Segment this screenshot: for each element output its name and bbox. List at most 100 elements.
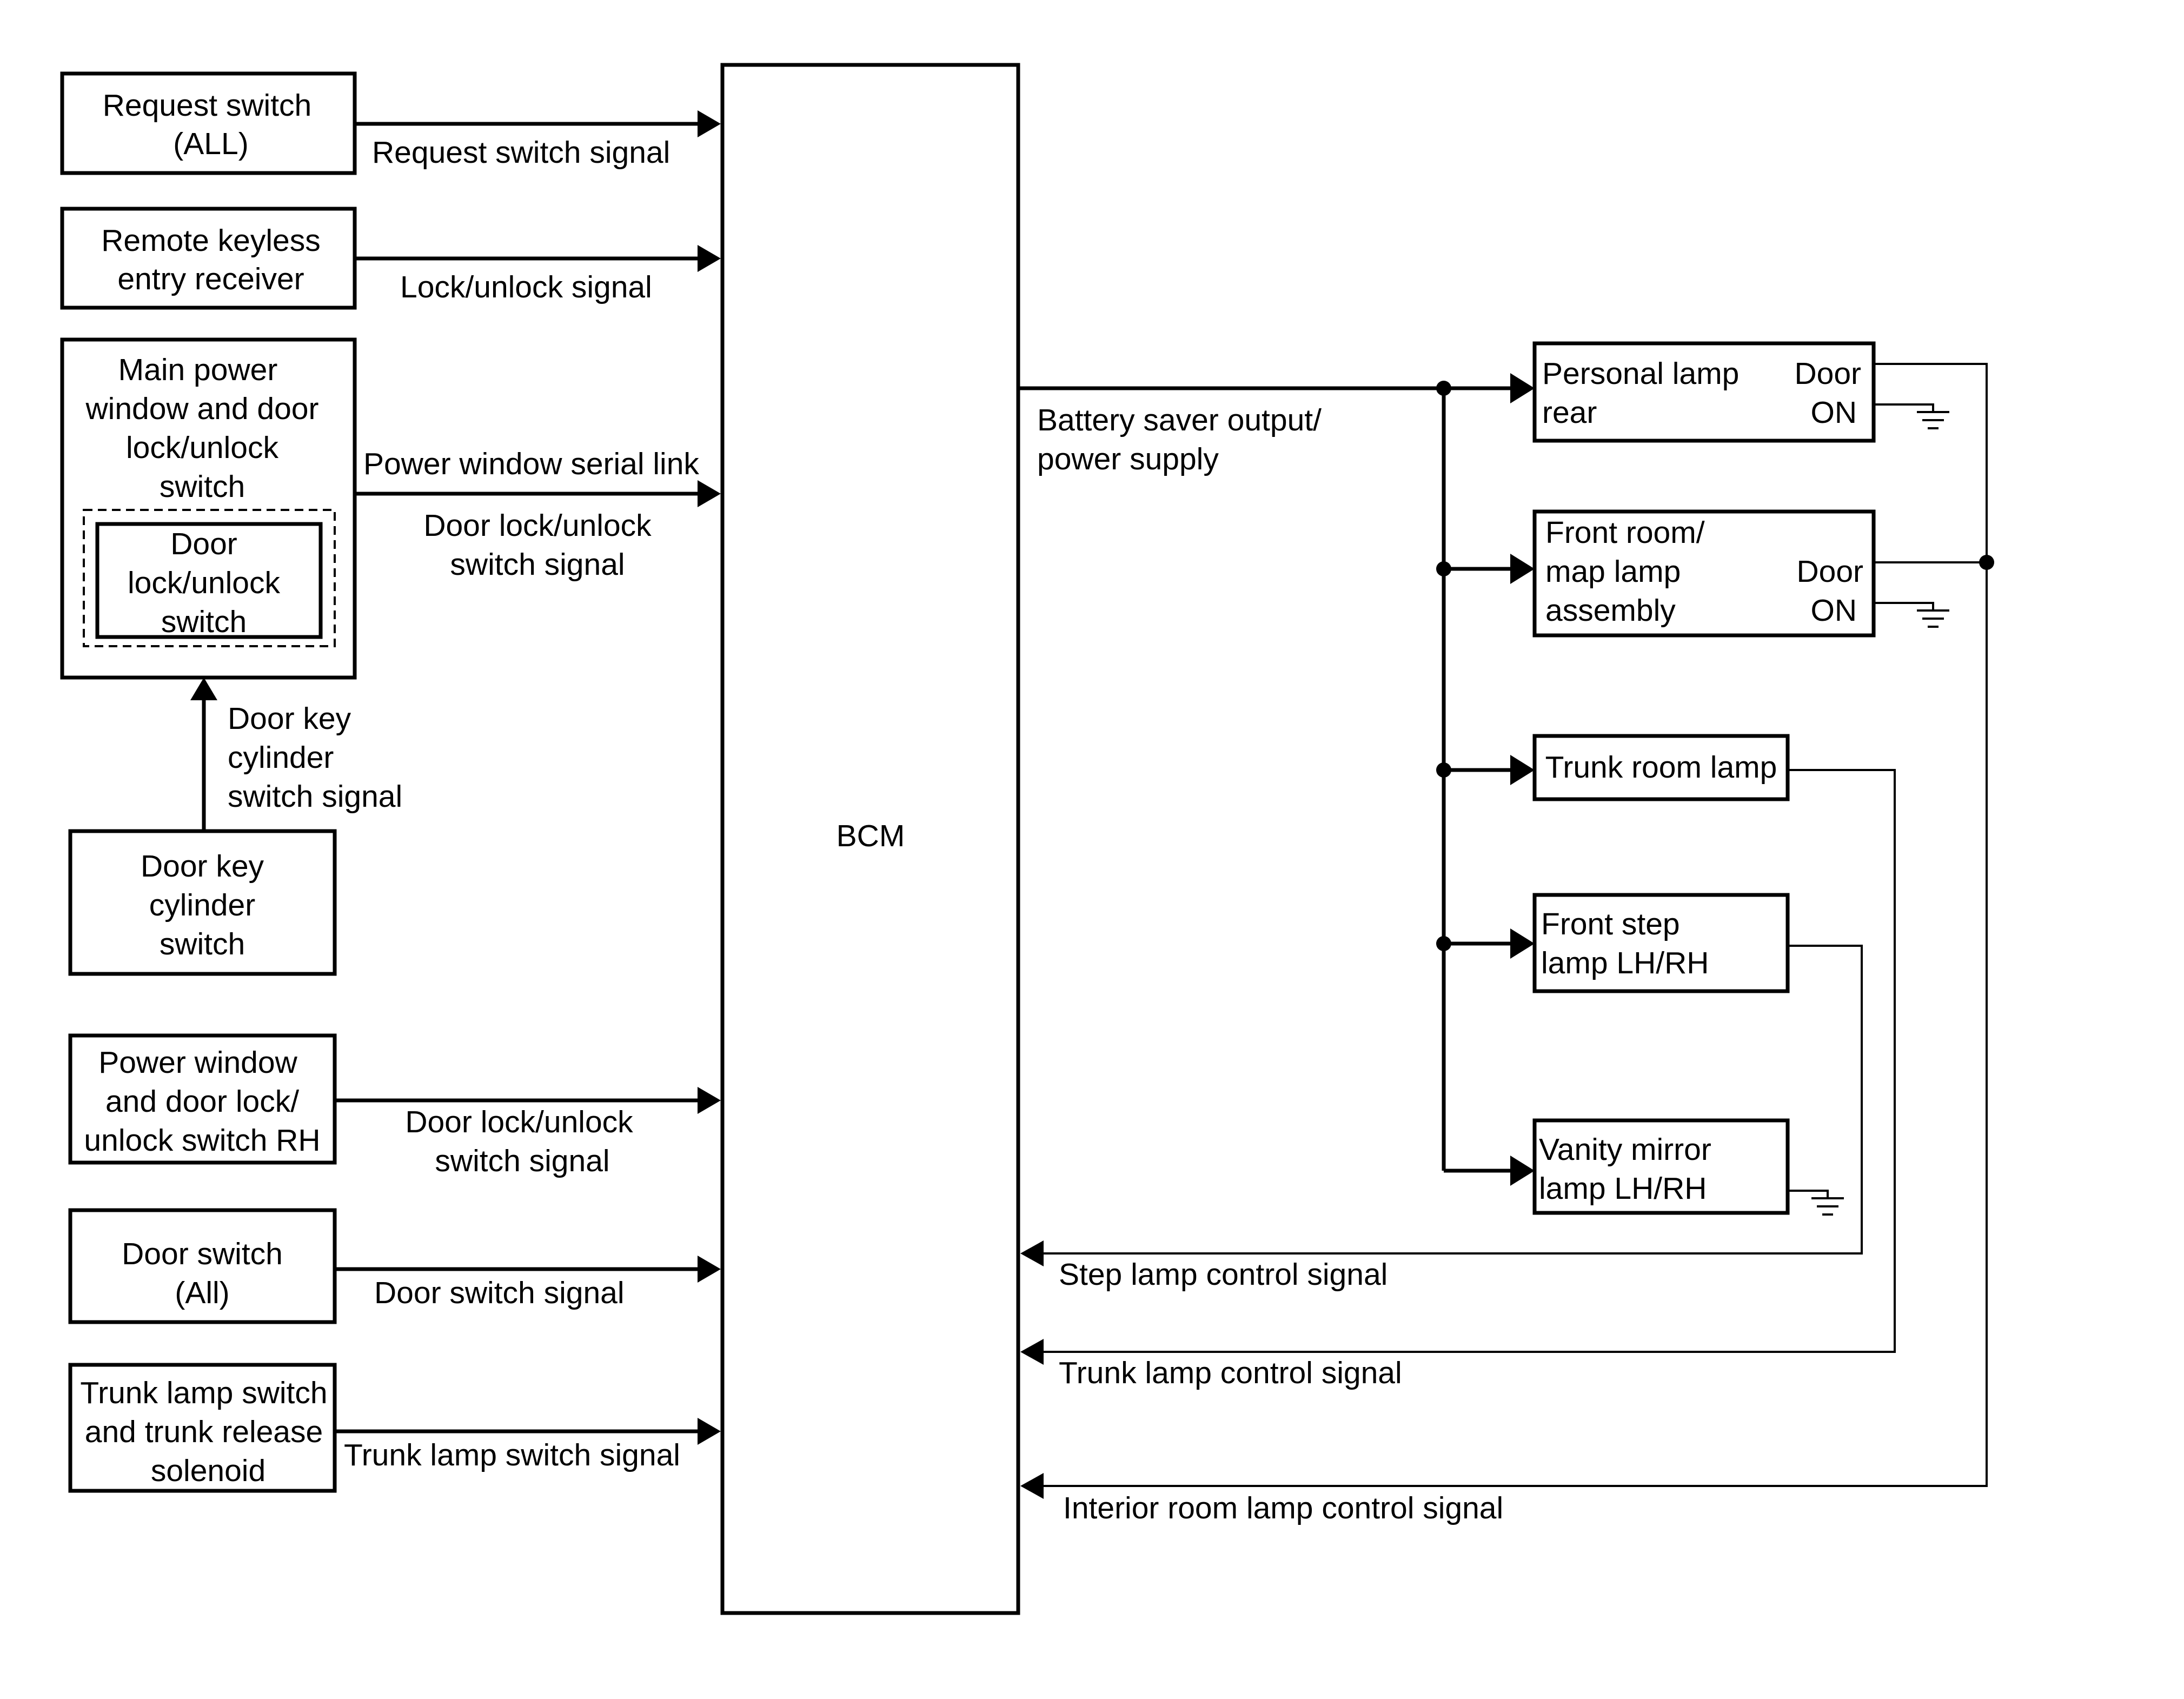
power-window-rh-label-2: and door lock/ (105, 1084, 299, 1119)
front-room-lamp-feed-arrow (1510, 554, 1535, 584)
power-window-rh-signal-label-2: switch signal (435, 1144, 609, 1178)
power-window-rh-signal-label-1: Door lock/unlock (405, 1105, 633, 1139)
vanity-mirror-lamp-feed (1444, 1156, 1535, 1186)
vanity-mirror-lamp-feed-arrow (1510, 1156, 1535, 1186)
front-room-lamp-door-label: Door (1796, 554, 1863, 589)
front-room-lamp-feed (1444, 554, 1535, 584)
interior-room-lamp-control-label: Interior room lamp control signal (1063, 1491, 1503, 1525)
trunk-lamp-switch-signal-label: Trunk lamp switch signal (344, 1438, 680, 1472)
door-switch-signal-label: Door switch signal (374, 1276, 625, 1310)
trunk-room-lamp-feed-arrow (1510, 755, 1535, 785)
personal-lamp-block: Personal lamp rear Door ON (1532, 341, 1876, 443)
power-window-rh-label-3: unlock switch RH (84, 1123, 320, 1158)
door-key-signal-label-3: switch signal (228, 779, 402, 814)
step-lamp-control-label: Step lamp control signal (1059, 1257, 1388, 1292)
remote-keyless-label-1: Remote keyless (101, 223, 321, 258)
power-window-serial-arrow (698, 480, 721, 507)
front-room-lamp-label-2: map lamp (1545, 554, 1681, 589)
front-room-lamp-label-1: Front room/ (1545, 515, 1705, 550)
door-switch-label-1: Door switch (122, 1237, 283, 1271)
front-room-lamp-block: Front room/ map lamp assembly Door ON (1532, 509, 1876, 638)
door-lock-signal-label-1: Door lock/unlock (423, 508, 652, 543)
power-window-rh-label-1: Power window (98, 1045, 297, 1080)
remote-keyless-label-2: entry receiver (117, 262, 304, 296)
trunk-lamp-switch-label-3: solenoid (151, 1454, 265, 1488)
step-lamp-control-arrow (1020, 1240, 1044, 1266)
interior-room-lamp-control-signal: Interior room lamp control signal (1020, 363, 1994, 1525)
door-lock-signal-label-2: switch signal (450, 547, 625, 582)
personal-lamp-door-label: Door (1794, 356, 1861, 391)
battery-saver-label-2: power supply (1037, 442, 1219, 476)
request-switch-signal-label: Request switch signal (372, 135, 670, 170)
interior-room-lamp-control-arrow (1020, 1473, 1044, 1499)
remote-keyless-block: Remote keyless entry receiver (60, 207, 357, 310)
vanity-mirror-ground-icon (1788, 1190, 1844, 1216)
trunk-lamp-switch-arrow (698, 1418, 721, 1445)
vanity-mirror-lamp-label-2: lamp LH/RH (1539, 1171, 1707, 1206)
power-window-rh-block: Power window and door lock/ unlock switc… (68, 1033, 337, 1165)
main-power-window-label-2: window and door (85, 391, 319, 426)
lock-unlock-signal-label: Lock/unlock signal (400, 270, 652, 304)
personal-lamp-on-label: ON (1811, 395, 1857, 430)
main-power-window-label-3: lock/unlock (126, 430, 278, 465)
request-switch-label-1: Request switch (103, 88, 312, 123)
personal-lamp-label-2: rear (1542, 395, 1597, 430)
request-switch-label-2: (ALL) (173, 127, 248, 161)
trunk-lamp-switch-label-1: Trunk lamp switch (80, 1376, 327, 1410)
front-step-lamp-label-2: lamp LH/RH (1541, 946, 1709, 980)
request-switch-block: Request switch (ALL) (60, 71, 357, 175)
battery-saver-label-1: Battery saver output/ (1037, 403, 1322, 437)
trunk-lamp-switch-block: Trunk lamp switch and trunk release sole… (68, 1363, 337, 1493)
step-lamp-control-signal: Step lamp control signal (1020, 945, 1863, 1292)
power-window-serial-label: Power window serial link (363, 447, 699, 481)
personal-lamp-ground-icon (1874, 403, 1949, 429)
door-key-cylinder-signal: Door key cylinder switch signal (190, 678, 402, 831)
trunk-room-lamp-feed (1444, 755, 1535, 785)
battery-saver-bus: Battery saver output/ power supply (1018, 381, 1451, 1171)
bcm-block: BCM (720, 63, 1020, 1615)
trunk-lamp-control-label: Trunk lamp control signal (1059, 1356, 1402, 1390)
front-room-lamp-ground-icon (1874, 602, 1949, 628)
personal-lamp-feed-arrow (1510, 373, 1535, 403)
door-switch-arrow (698, 1256, 721, 1283)
front-step-lamp-label-1: Front step (1541, 907, 1680, 941)
front-step-lamp-feed-arrow (1510, 928, 1535, 959)
front-step-lamp-feed (1444, 928, 1535, 959)
door-switch-label-2: (All) (175, 1276, 229, 1310)
door-lock-unlock-inner-switch: Door lock/unlock switch (95, 522, 323, 639)
inner-switch-label-1: Door (170, 527, 237, 561)
vanity-mirror-lamp-block: Vanity mirror lamp LH/RH (1532, 1118, 1790, 1215)
trunk-lamp-switch-signal: Trunk lamp switch signal (335, 1418, 721, 1472)
personal-lamp-label-1: Personal lamp (1542, 356, 1739, 391)
door-switch-signal: Door switch signal (335, 1256, 721, 1310)
inner-switch-label-3: switch (161, 605, 247, 639)
main-power-window-label-1: Main power (118, 353, 278, 387)
lock-unlock-arrow (698, 245, 721, 272)
trunk-lamp-control-signal: Trunk lamp control signal (1020, 769, 1896, 1390)
request-switch-signal: Request switch signal (355, 110, 721, 170)
door-key-cylinder-label-3: switch (160, 927, 245, 961)
door-lock-switch-dashed-frame (83, 509, 336, 647)
door-switch-block: Door switch (All) (68, 1208, 337, 1324)
power-window-rh-arrow (698, 1087, 721, 1114)
trunk-lamp-switch-label-2: and trunk release (85, 1415, 323, 1449)
personal-lamp-feed (1444, 373, 1535, 403)
trunk-room-lamp-label: Trunk room lamp (1545, 750, 1777, 785)
door-key-cylinder-arrow (190, 678, 217, 700)
door-key-cylinder-label-1: Door key (141, 849, 264, 884)
door-key-signal-label-2: cylinder (228, 740, 334, 775)
door-key-cylinder-block: Door key cylinder switch (68, 829, 337, 976)
front-room-lamp-label-3: assembly (1545, 593, 1676, 628)
trunk-room-lamp-block: Trunk room lamp (1532, 734, 1790, 801)
front-room-lamp-on-label: ON (1811, 593, 1857, 628)
request-switch-arrow (698, 110, 721, 137)
inner-switch-label-2: lock/unlock (128, 566, 280, 600)
trunk-lamp-control-arrow (1020, 1339, 1044, 1365)
door-key-signal-label-1: Door key (228, 701, 351, 736)
vanity-mirror-lamp-label-1: Vanity mirror (1539, 1132, 1711, 1167)
front-step-lamp-block: Front step lamp LH/RH (1532, 893, 1790, 993)
main-power-window-block: Main power window and door lock/unlock s… (60, 337, 357, 680)
power-window-rh-signal: Door lock/unlock switch signal (335, 1087, 721, 1178)
bcm-label: BCM (837, 819, 905, 853)
